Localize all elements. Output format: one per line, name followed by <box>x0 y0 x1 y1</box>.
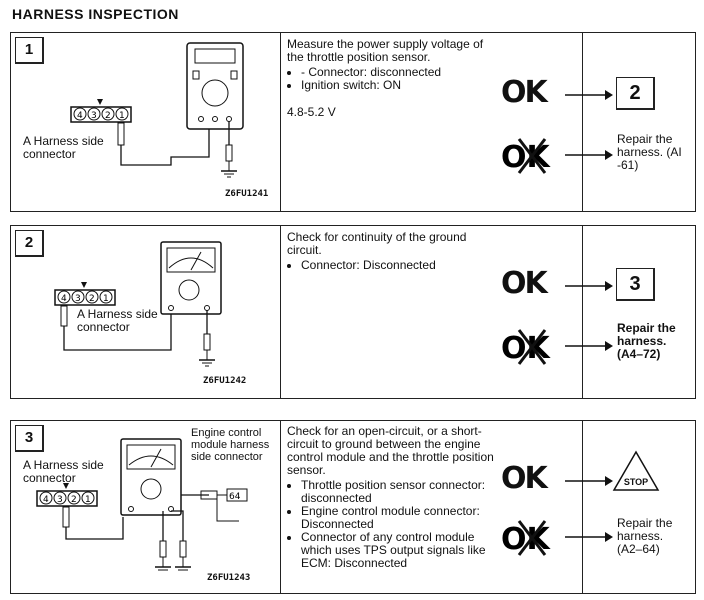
arrow-right-icon <box>565 341 613 351</box>
ohmmeter-diagram: 4 3 2 1 64 <box>36 438 248 571</box>
figure-id: Z6FU1241 <box>225 189 269 199</box>
spec-value: 4.8-5.2 V <box>287 105 336 119</box>
arrow-right-icon <box>565 90 613 100</box>
ng-symbol-icon: OK <box>501 520 551 557</box>
figure-id: Z6FU1243 <box>207 573 251 583</box>
bullet: Ignition switch: ON <box>301 79 502 92</box>
svg-text:1: 1 <box>103 294 109 304</box>
svg-text:1: 1 <box>85 495 91 505</box>
next-step-box: 3 <box>616 268 655 301</box>
step-number: 3 <box>15 425 44 452</box>
step-2-box: 2 4 3 2 1 A Harness side connector Z6FU1… <box>10 225 696 399</box>
stop-label: STOP <box>623 477 649 487</box>
page-title: HARNESS INSPECTION <box>12 6 179 22</box>
ng-symbol-icon: OK <box>501 329 551 366</box>
column-divider <box>280 421 281 593</box>
svg-text:2: 2 <box>89 294 95 304</box>
step-description: Measure the power supply voltage of the … <box>287 38 502 92</box>
harness-side-label: A Harness side connector <box>77 307 158 334</box>
svg-text:2: 2 <box>71 495 77 505</box>
step-3-box: 3 4 3 2 1 64 A Harness <box>10 420 696 594</box>
repair-instruction: Repair the harness. (A4–72) <box>617 321 676 361</box>
arrow-right-icon <box>565 281 613 291</box>
ohmmeter-diagram: 4 3 2 1 <box>54 241 222 367</box>
harness-side-label: A Harness side connector <box>23 134 104 161</box>
svg-text:3: 3 <box>91 111 97 121</box>
voltmeter-diagram: 4 3 2 1 <box>70 42 244 178</box>
step-1-box: 1 4 3 2 1 A Harness side connector Z6FU1… <box>10 32 696 212</box>
step-number: 2 <box>15 230 44 257</box>
ok-symbol: OK <box>501 461 548 496</box>
repair-instruction: Repair the harness. (AI -61) <box>617 132 682 172</box>
ok-symbol: OK <box>501 75 548 110</box>
svg-text:3: 3 <box>57 495 63 505</box>
figure-id: Z6FU1242 <box>203 376 247 386</box>
ng-symbol-icon: OK <box>501 138 551 175</box>
stop-sign-icon <box>612 450 660 491</box>
desc-main: Measure the power supply voltage of the … <box>287 37 484 64</box>
bullet: Connector of any control module which us… <box>301 531 502 570</box>
next-step-box: 2 <box>616 77 655 110</box>
svg-text:4: 4 <box>77 111 83 121</box>
ecm-connector-label: Engine control module harness side conne… <box>191 427 270 463</box>
column-divider <box>280 226 281 398</box>
step-description: Check for an open-circuit, or a short-ci… <box>287 425 502 570</box>
column-divider <box>582 33 583 211</box>
column-divider <box>280 33 281 211</box>
desc-main: Check for an open-circuit, or a short-ci… <box>287 424 494 477</box>
svg-text:3: 3 <box>75 294 81 304</box>
desc-main: Check for continuity of the ground circu… <box>287 230 467 257</box>
arrow-right-icon <box>565 532 613 542</box>
bullet: Engine control module connector: Disconn… <box>301 505 502 531</box>
step-description: Check for continuity of the ground circu… <box>287 231 502 272</box>
step-number: 1 <box>15 37 44 64</box>
bullet: Throttle position sensor connector: disc… <box>301 479 502 505</box>
svg-text:4: 4 <box>61 294 67 304</box>
svg-text:64: 64 <box>229 492 241 502</box>
bullet: - Connector: disconnected <box>301 66 502 79</box>
arrow-right-icon <box>565 476 613 486</box>
svg-text:4: 4 <box>43 495 49 505</box>
arrow-right-icon <box>565 150 613 160</box>
column-divider <box>582 226 583 398</box>
bullet: Connector: Disconnected <box>301 259 502 272</box>
svg-text:2: 2 <box>105 111 111 121</box>
repair-instruction: Repair the harness. (A2–64) <box>617 516 673 556</box>
column-divider <box>582 421 583 593</box>
svg-text:1: 1 <box>119 111 125 121</box>
ok-symbol: OK <box>501 266 548 301</box>
harness-side-label: A Harness side connector <box>23 458 104 485</box>
